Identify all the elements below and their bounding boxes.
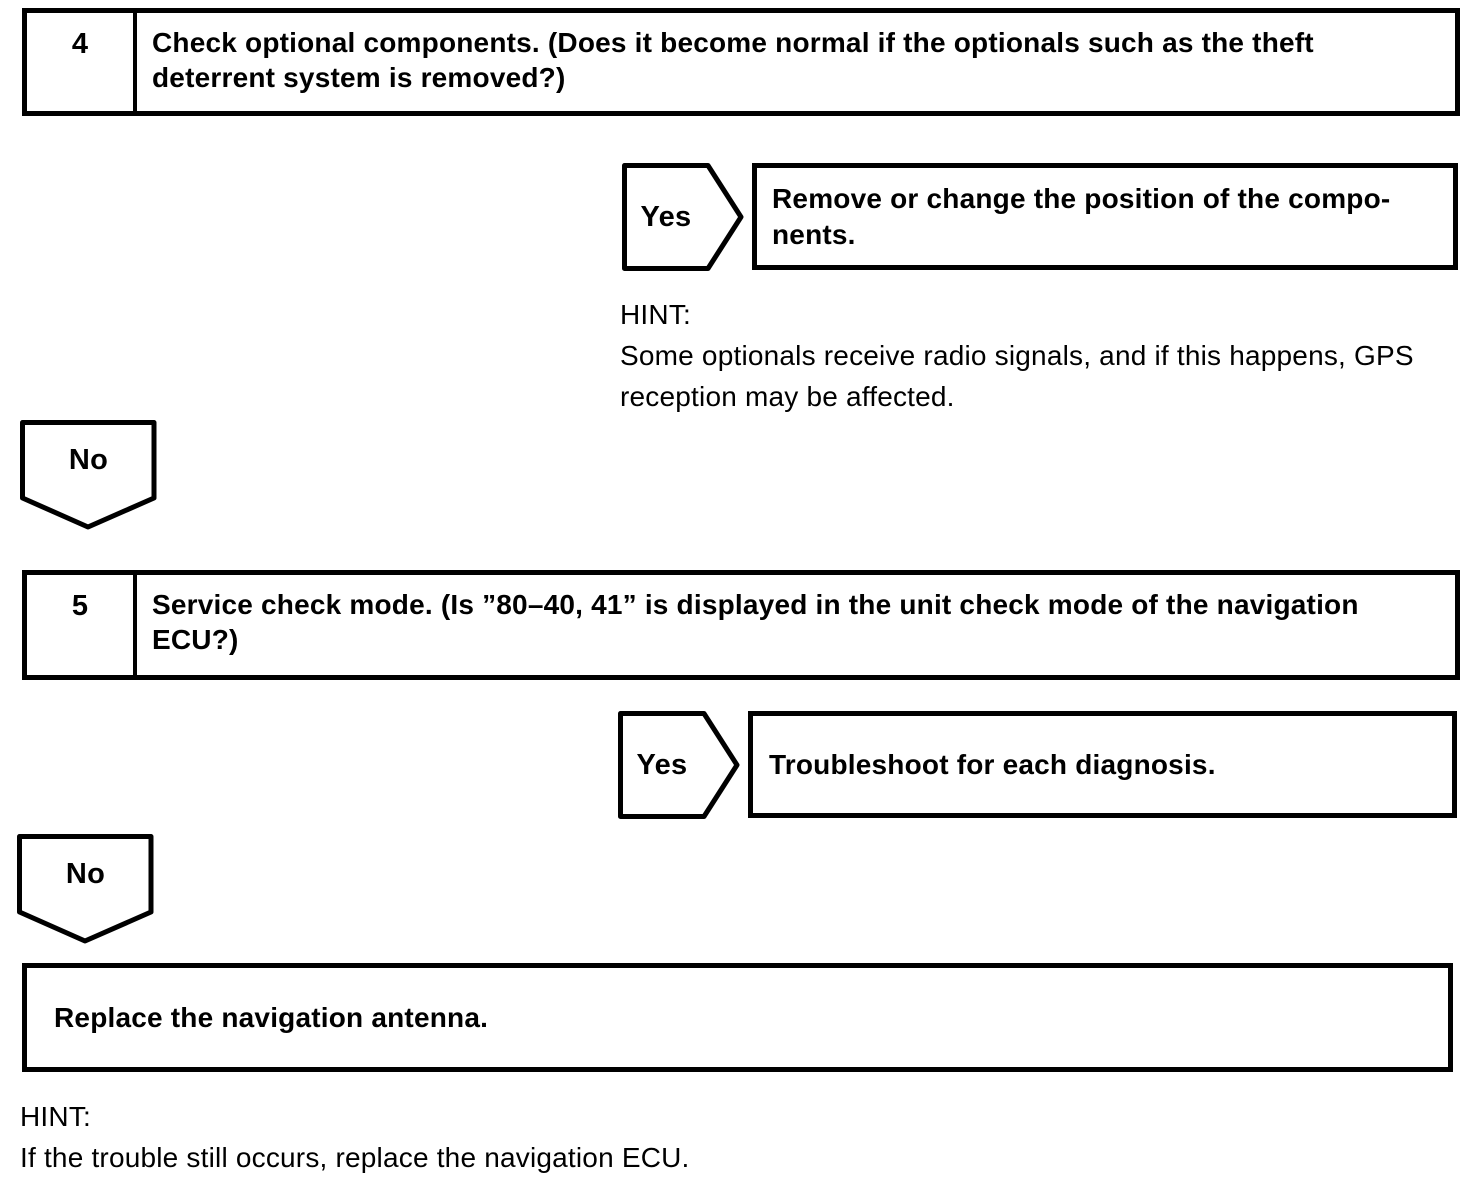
step5-yes-label: Yes — [636, 748, 688, 781]
final-hint: HINT: If the trouble still occurs, repla… — [20, 1096, 1120, 1178]
step5-question-box: 5 Service check mode. (Is ”80–40, 41” is… — [22, 570, 1460, 680]
step5-no-label: No — [65, 857, 106, 890]
step4-hint-label: HINT: — [620, 299, 691, 330]
step4-yes-action-box: Remove or change the position of the com… — [752, 163, 1458, 270]
step4-no-label: No — [68, 443, 109, 476]
step5-question-text: Service check mode. (Is ”80–40, 41” is d… — [152, 589, 1359, 655]
step5-yes-action-text: Troubleshoot for each diagnosis. — [769, 748, 1216, 780]
step4-question-text: Check optional components. (Does it beco… — [152, 27, 1314, 93]
step5-number: 5 — [27, 575, 137, 675]
yes-pentagon-icon — [622, 163, 744, 271]
no-pentagon-icon — [17, 834, 154, 944]
step4-hint-body: Some optionals receive radio signals, an… — [620, 340, 1414, 412]
final-hint-label: HINT: — [20, 1101, 91, 1132]
final-action-box: Replace the navigation antenna. — [22, 963, 1453, 1072]
step4-no-connector: No — [20, 420, 157, 530]
final-action-text: Replace the navigation antenna. — [54, 1001, 489, 1033]
step5-yes-connector: Yes — [618, 711, 740, 819]
final-hint-body: If the trouble still occurs, replace the… — [20, 1142, 690, 1173]
no-pentagon-icon — [20, 420, 157, 530]
step5-no-connector: No — [17, 834, 154, 944]
step4-hint: HINT: Some optionals receive radio signa… — [620, 294, 1465, 417]
step4-yes-connector: Yes — [622, 163, 744, 271]
step4-yes-action-line2: nents. — [772, 218, 856, 250]
step4-number: 4 — [27, 13, 137, 111]
step5-yes-action-box: Troubleshoot for each diagnosis. — [748, 711, 1457, 818]
yes-pentagon-icon — [618, 711, 740, 819]
step4-question-box: 4 Check optional components. (Does it be… — [22, 8, 1460, 116]
step4-yes-label: Yes — [640, 200, 692, 233]
step4-yes-action-line1: Remove or change the position of the com… — [772, 182, 1391, 214]
